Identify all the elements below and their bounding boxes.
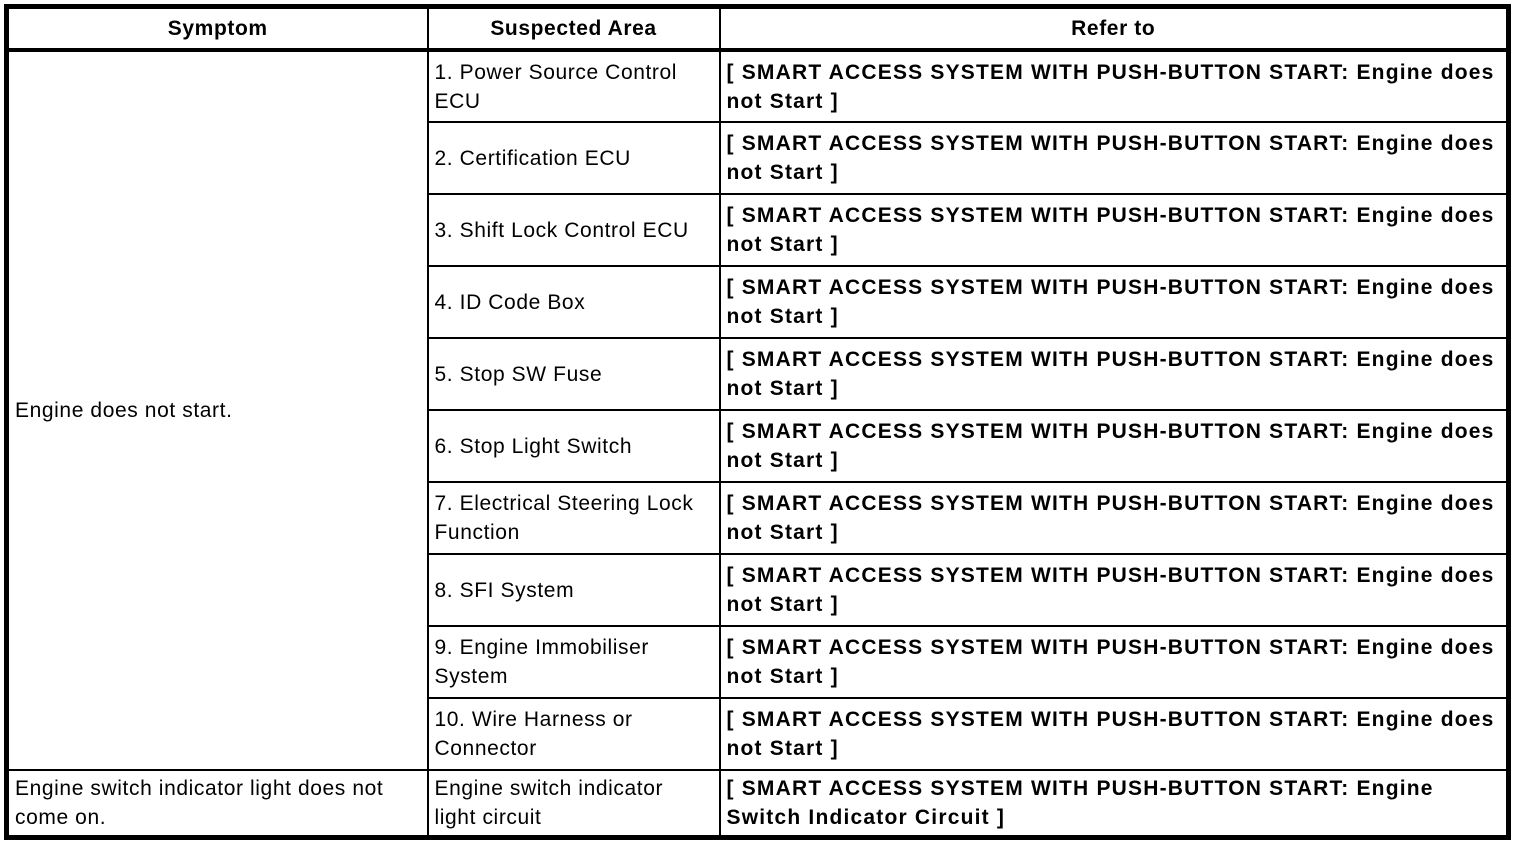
table-row: 8. SFI System[ SMART ACCESS SYSTEM WITH … — [7, 553, 1510, 627]
suspected-area-cell: 3. Shift Lock Control ECU — [426, 193, 721, 267]
refer-to-cell: [ SMART ACCESS SYSTEM WITH PUSH-BUTTON S… — [718, 193, 1510, 267]
suspected-area-cell: 9. Engine Immobiliser System — [426, 625, 721, 699]
table-header-row: Symptom Suspected Area Refer to — [5, 5, 1510, 52]
table-row: 5. Stop SW Fuse[ SMART ACCESS SYSTEM WIT… — [7, 337, 1510, 411]
table-row: 9. Engine Immobiliser System[ SMART ACCE… — [7, 625, 1510, 699]
refer-to-cell: [ SMART ACCESS SYSTEM WITH PUSH-BUTTON S… — [718, 481, 1510, 555]
suspected-area-cell: 1. Power Source Control ECU — [426, 49, 721, 123]
suspected-area-cell: 4. ID Code Box — [426, 265, 721, 339]
table-row: Engine switch indicator light does not c… — [5, 769, 1510, 839]
suspected-area-cell: 8. SFI System — [426, 553, 721, 627]
suspected-area-cell: Engine switch indicator light circuit — [426, 769, 721, 839]
table-body: Engine does not start.1. Power Source Co… — [5, 49, 1510, 839]
refer-to-cell: [ SMART ACCESS SYSTEM WITH PUSH-BUTTON S… — [718, 553, 1510, 627]
column-header-suspected-area: Suspected Area — [426, 5, 721, 52]
refer-to-cell: [ SMART ACCESS SYSTEM WITH PUSH-BUTTON S… — [718, 697, 1510, 771]
table-row: 4. ID Code Box[ SMART ACCESS SYSTEM WITH… — [7, 265, 1510, 339]
refer-to-cell: [ SMART ACCESS SYSTEM WITH PUSH-BUTTON S… — [718, 769, 1510, 839]
refer-to-cell: [ SMART ACCESS SYSTEM WITH PUSH-BUTTON S… — [718, 625, 1510, 699]
table-row: 3. Shift Lock Control ECU[ SMART ACCESS … — [7, 193, 1510, 267]
suspected-area-cell: 10. Wire Harness or Connector — [426, 697, 721, 771]
suspected-area-cell: 2. Certification ECU — [426, 121, 721, 195]
symptom-cell: Engine switch indicator light does not c… — [5, 769, 429, 839]
table-row: 2. Certification ECU[ SMART ACCESS SYSTE… — [7, 121, 1510, 195]
suspected-area-cell: 7. Electrical Steering Lock Function — [426, 481, 721, 555]
refer-to-cell: [ SMART ACCESS SYSTEM WITH PUSH-BUTTON S… — [718, 265, 1510, 339]
table-row: 6. Stop Light Switch[ SMART ACCESS SYSTE… — [7, 409, 1510, 483]
table-row: 7. Electrical Steering Lock Function[ SM… — [7, 481, 1510, 555]
refer-to-cell: [ SMART ACCESS SYSTEM WITH PUSH-BUTTON S… — [718, 49, 1510, 123]
table-row: 10. Wire Harness or Connector[ SMART ACC… — [7, 697, 1510, 771]
symptom-cell: Engine does not start. — [5, 49, 429, 771]
refer-to-cell: [ SMART ACCESS SYSTEM WITH PUSH-BUTTON S… — [718, 409, 1510, 483]
column-header-symptom: Symptom — [5, 5, 429, 52]
table-row: Engine does not start.1. Power Source Co… — [5, 49, 1510, 771]
suspected-area-cell: 6. Stop Light Switch — [426, 409, 721, 483]
column-header-refer-to: Refer to — [718, 5, 1510, 52]
symptom-diagnostic-table: Symptom Suspected Area Refer to Engine d… — [4, 4, 1511, 840]
suspected-area-cell: 5. Stop SW Fuse — [426, 337, 721, 411]
refer-to-cell: [ SMART ACCESS SYSTEM WITH PUSH-BUTTON S… — [718, 121, 1510, 195]
refer-to-cell: [ SMART ACCESS SYSTEM WITH PUSH-BUTTON S… — [718, 337, 1510, 411]
